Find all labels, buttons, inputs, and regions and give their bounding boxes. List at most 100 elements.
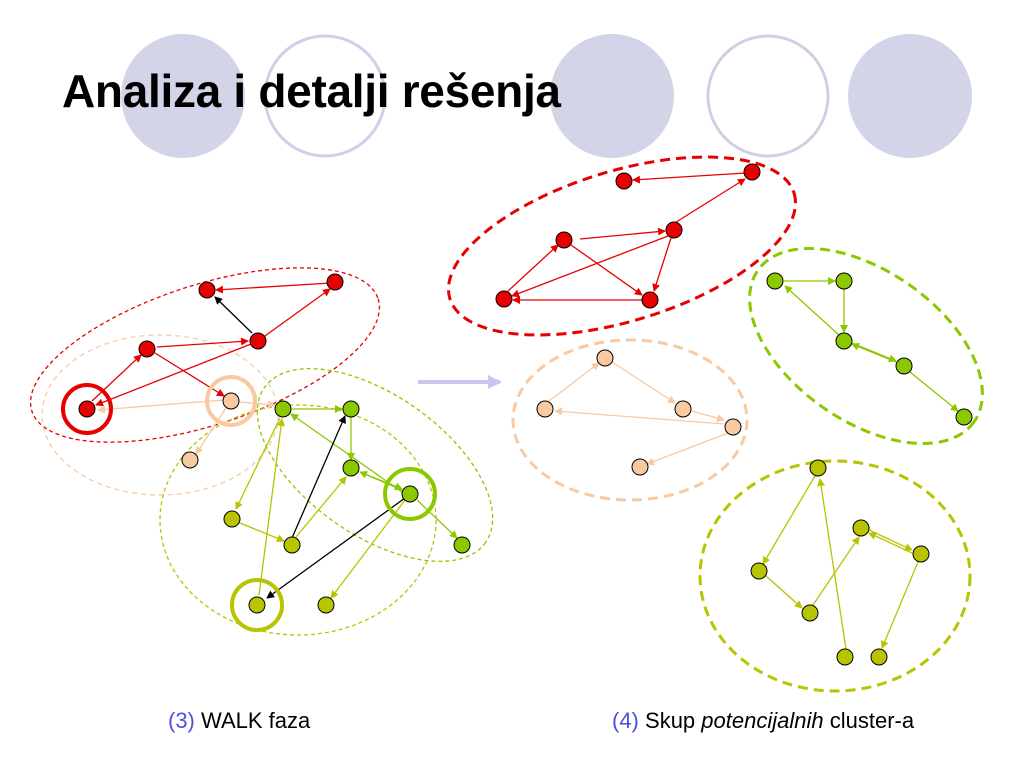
graph-node [342,459,360,477]
caption-text: cluster-a [829,708,915,733]
graph-node [870,648,888,666]
edge [239,400,276,409]
graph-node [743,163,761,181]
edge [97,399,225,414]
cluster-outline-green [748,246,984,446]
edge [330,499,406,599]
edge [765,575,803,609]
graph-node [912,545,930,563]
graph-node [198,281,216,299]
graph-node [836,648,854,666]
edge [154,352,225,397]
edge [266,497,406,599]
graph-node [223,510,241,528]
edge [215,282,332,294]
caption-text: WALK faza [201,708,311,733]
cluster-outline-peach [511,338,749,502]
highlight-ring [230,578,284,632]
caption-walk-phase: (3) WALK faza [168,708,310,734]
deco-circle-1 [121,34,245,158]
edge [611,361,676,404]
edge [672,178,746,225]
edge [909,371,959,412]
graph-node [835,332,853,350]
graph-node [631,458,649,476]
edge [291,415,346,539]
caption-potential-clusters: (4) Skup potencijalnih cluster-a [612,708,914,734]
graph-node [317,596,335,614]
caption-text: Skup [645,708,696,733]
edge [868,529,913,551]
graph-node [615,172,633,190]
graph-node [181,451,199,469]
edge [851,342,897,363]
edge [762,475,816,565]
graph-node [955,408,973,426]
caption-number: (4) [612,708,639,733]
cluster-outline-green [256,367,494,563]
graph-node [401,485,419,503]
edge [851,342,897,363]
edge [156,337,249,348]
edge [290,413,403,493]
edge [579,227,666,240]
cluster-outline-red [29,267,381,443]
graph-node [138,340,156,358]
edge [195,407,227,455]
edge [652,237,672,292]
edge [257,288,331,342]
edge [868,532,913,554]
highlight-ring [383,467,437,521]
graph-node [274,400,292,418]
slide-title: Analiza i detalji rešenja [62,65,561,117]
graph-node [766,272,784,290]
deco-circle-3 [550,34,674,158]
graph-node [801,604,819,622]
cluster-outline-red [446,155,798,337]
edge [548,362,600,402]
edge [646,432,729,466]
deco-circle-5 [848,34,972,158]
edge [507,244,559,292]
edge [95,343,252,407]
graph-node [453,536,471,554]
edge [91,354,142,402]
graph-node [596,349,614,367]
graph-node [249,332,267,350]
highlight-ring [61,383,113,435]
edge [817,478,847,650]
deco-circle-2 [263,34,387,158]
edge [881,561,919,649]
edge [235,417,281,510]
graph-node [536,400,554,418]
graph-node [852,519,870,537]
graph-node [248,596,266,614]
caption-text-italic: potencijalnih [701,708,824,733]
walk-phase-graph [29,267,494,636]
edge [632,172,747,184]
edge [812,536,860,606]
graph-node [895,357,913,375]
graph-node [724,418,742,436]
graph-node [283,536,301,554]
edge [784,285,841,337]
edge [691,410,725,422]
edge [554,407,725,425]
edge [570,244,643,296]
graph-node [809,459,827,477]
edge [258,418,286,596]
graph-node [835,272,853,290]
graph-node [750,562,768,580]
potential-clusters [446,155,984,693]
graph-node [555,231,573,249]
decorative-circles [121,34,972,158]
graph-node [674,400,692,418]
edge [416,499,458,539]
graph-node [78,400,96,418]
cluster-outline-olive [698,459,972,693]
cluster-outline-olive [159,404,437,636]
graph-node [342,400,360,418]
graph-node [641,291,659,309]
